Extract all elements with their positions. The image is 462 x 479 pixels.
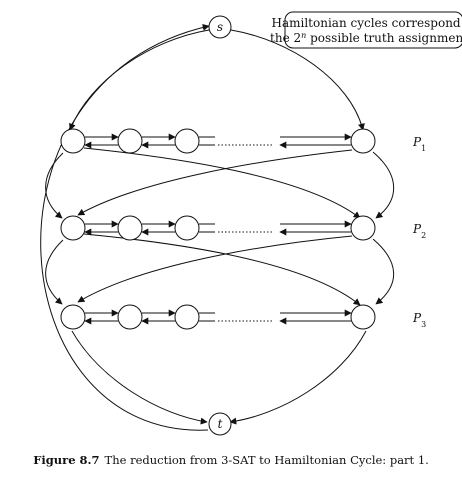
note-callout: Hamiltonian cycles correspond to the 2n … [270, 11, 462, 49]
node-p1-last [350, 128, 376, 154]
edge-s-to-p1-left [69, 29, 210, 131]
node-p3-3 [174, 304, 200, 330]
caption-text: The reduction from 3-SAT to Hamiltonian … [105, 453, 429, 467]
node-p3-2 [117, 304, 143, 330]
node-p3-last [350, 304, 376, 330]
edge-s-to-p1-right [230, 29, 365, 131]
sink-node: t [208, 412, 232, 436]
source-label: s [217, 20, 223, 34]
node-p2-1 [60, 215, 86, 241]
node-p1-2 [117, 128, 143, 154]
edge-p1-right-to-p2-left [77, 149, 353, 216]
edge-p3-left-to-t [71, 330, 208, 425]
edge-p2-left-to-p3-right [83, 233, 361, 306]
node-p2-3 [174, 215, 200, 241]
path-row-3-nodes [60, 304, 376, 330]
node-p3-1 [60, 304, 86, 330]
edge-p2-right-to-p3-right [372, 238, 395, 305]
path-label-1: P1 [412, 135, 426, 153]
path-label-2: P2 [412, 222, 426, 240]
node-p1-3 [174, 128, 200, 154]
edge-p3-right-to-t [229, 330, 367, 425]
figure-caption: Figure 8.7 The reduction from 3-SAT to Ha… [33, 453, 429, 467]
edge-p2-left-to-p3-left [45, 239, 64, 305]
note-line-2-post: possible truth assignments. [306, 31, 462, 45]
path-row-3-edges [84, 309, 352, 325]
node-p2-last [350, 215, 376, 241]
note-line-2-pre: the 2 [270, 31, 301, 45]
note-line-2-sup: n [301, 31, 306, 40]
path-row-2-nodes [60, 215, 376, 241]
source-node: s [208, 15, 232, 39]
path-row-1-nodes [60, 128, 376, 154]
node-p2-2 [117, 215, 143, 241]
edge-t-to-s [40, 23, 210, 431]
path-row-1-edges [84, 133, 352, 149]
path-label-3: P3 [412, 311, 426, 329]
path-row-2-edges [84, 220, 352, 236]
sink-label: t [218, 417, 223, 431]
edge-p2-right-to-p3-left [77, 235, 353, 303]
edge-p1-right-to-p2-right [372, 151, 395, 219]
edge-p1-left-to-p2-right [83, 147, 361, 219]
edge-p1-left-to-p2-left [45, 152, 64, 219]
node-p1-1 [60, 128, 86, 154]
caption-bold: Figure 8.7 [33, 453, 99, 467]
note-line-1: Hamiltonian cycles correspond to [272, 16, 462, 30]
note-line-2: the 2n possible truth assignments. [270, 31, 462, 46]
